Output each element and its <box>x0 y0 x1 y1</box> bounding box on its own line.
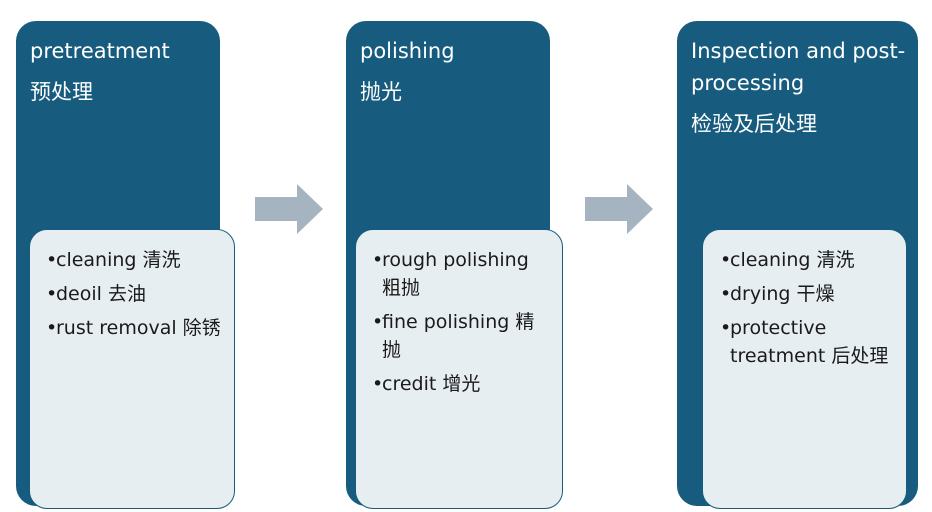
list-item-text: rust removal 除锈 <box>56 317 221 339</box>
list-item: •cleaning 清洗 <box>720 246 896 274</box>
stage-details-card: •cleaning 清洗 •deoil 去油 •rust removal 除锈 <box>29 229 235 509</box>
stage-title-zh: 预处理 <box>30 80 93 104</box>
list-item: •rust removal 除锈 <box>46 314 224 342</box>
list-item: •cleaning 清洗 <box>46 246 224 274</box>
bullet-icon: • <box>720 317 732 339</box>
stage-title: pretreatment 预处理 <box>30 35 212 107</box>
bullet-icon: • <box>720 249 732 271</box>
bullet-icon: • <box>46 317 58 339</box>
right-arrow-icon <box>585 184 653 234</box>
list-item-text: cleaning 清洗 <box>730 249 855 271</box>
bullet-icon: • <box>372 373 384 395</box>
stage-title-zh: 检验及后处理 <box>691 112 817 136</box>
list-item-text: drying 干燥 <box>730 283 835 305</box>
list-item-text: deoil 去油 <box>56 283 146 305</box>
stage-title-en: Inspection and post-processing <box>691 39 906 95</box>
right-arrow-icon <box>255 184 323 234</box>
bullet-icon: • <box>372 311 384 333</box>
stage-title-en: polishing <box>360 39 455 63</box>
list-item-text: protective treatment 后处理 <box>730 317 889 367</box>
list-item: •fine polishing 精抛 <box>372 308 552 364</box>
list-item: •credit 增光 <box>372 370 552 398</box>
bullet-icon: • <box>720 283 732 305</box>
list-item: •drying 干燥 <box>720 280 896 308</box>
bullet-icon: • <box>46 249 58 271</box>
stage-details-card: •rough polishing 粗抛 •fine polishing 精抛 •… <box>355 229 563 509</box>
stage-polishing: polishing 抛光 •rough polishing 粗抛 •fine p… <box>346 21 563 509</box>
stage-title-en: pretreatment <box>30 39 170 63</box>
stage-inspection-post-processing: Inspection and post-processing 检验及后处理 •c… <box>677 21 918 509</box>
list-item: •rough polishing 粗抛 <box>372 246 552 302</box>
stage-details-card: •cleaning 清洗 •drying 干燥 •protective trea… <box>702 229 907 509</box>
bullet-icon: • <box>372 249 384 271</box>
stage-title: Inspection and post-processing 检验及后处理 <box>691 35 910 139</box>
list-item-text: rough polishing 粗抛 <box>382 249 529 299</box>
list-item-text: cleaning 清洗 <box>56 249 181 271</box>
list-item-text: credit 增光 <box>382 373 481 395</box>
list-item: •protective treatment 后处理 <box>720 314 896 370</box>
stage-title: polishing 抛光 <box>360 35 542 107</box>
stage-pretreatment: pretreatment 预处理 •cleaning 清洗 •deoil 去油 … <box>16 21 235 509</box>
list-item-text: fine polishing 精抛 <box>382 311 535 361</box>
bullet-icon: • <box>46 283 58 305</box>
stage-title-zh: 抛光 <box>360 80 402 104</box>
list-item: •deoil 去油 <box>46 280 224 308</box>
